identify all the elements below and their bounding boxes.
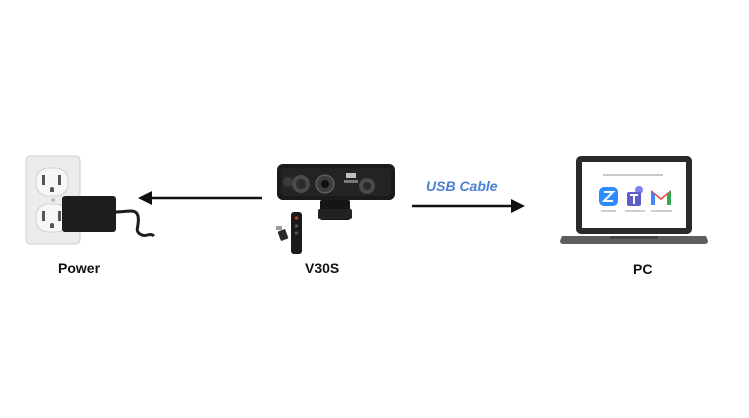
webcam-soundbar-icon — [277, 164, 395, 220]
power-adapter-icon — [62, 196, 156, 238]
teams-icon — [625, 186, 645, 212]
device-label: V30S — [305, 260, 340, 276]
wall-outlet-icon — [25, 155, 81, 245]
arrow-to-pc — [412, 199, 525, 213]
arrow-to-power — [138, 191, 262, 205]
pc-label: PC — [633, 261, 653, 277]
gmail-icon — [651, 190, 672, 212]
usb-cable-label: USB Cable — [426, 178, 498, 194]
zoom-icon — [599, 187, 618, 212]
power-label: Power — [58, 260, 101, 276]
remote-control-icon — [276, 212, 302, 254]
